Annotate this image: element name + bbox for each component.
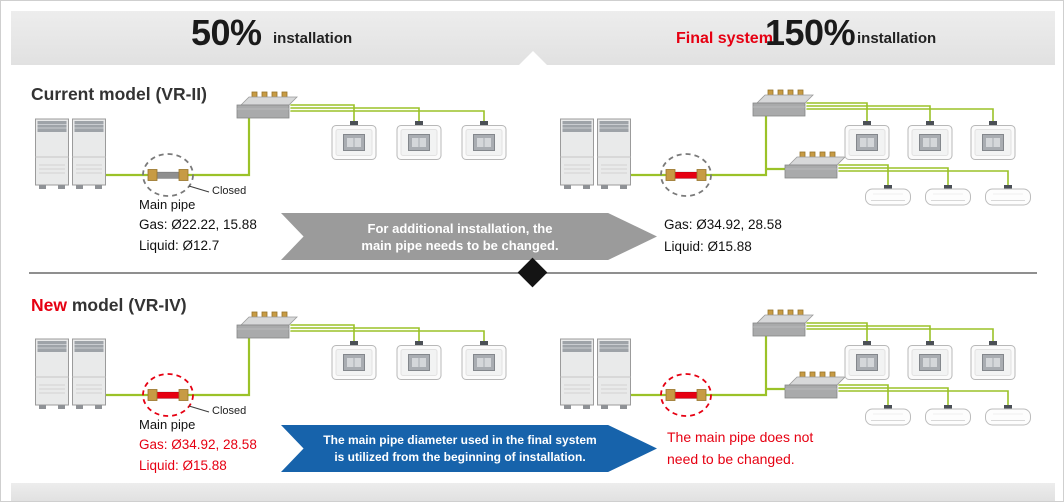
- outdoor-unit-icon: [35, 118, 106, 190]
- header-notch-icon: [519, 51, 547, 65]
- outdoor-unit-icon: [560, 338, 631, 410]
- new-model-title-rest: model (VR-IV): [66, 295, 187, 315]
- main-pipe-label: Main pipe: [139, 197, 196, 212]
- closed-pointer-line: [188, 185, 210, 193]
- closed-joint-circle-red: [142, 373, 194, 417]
- cassette-indoor-unit-icon: [970, 121, 1016, 160]
- current-banner-line1: For additional installation, the: [367, 220, 553, 236]
- new-banner-line2: is utilized from the beginning of instal…: [334, 449, 586, 464]
- liquid-spec: Liquid: Ø15.88: [664, 239, 752, 254]
- diagram-current-50: [35, 91, 507, 197]
- branch-piping: [806, 102, 1009, 188]
- main-refrigerant-pipe: [625, 114, 787, 177]
- pipe-joint-icon: [147, 169, 189, 181]
- current-banner-arrow: For additional installation, the main pi…: [281, 213, 657, 260]
- wall-indoor-unit-icon: [925, 405, 971, 426]
- cassette-indoor-unit-icon: [331, 121, 377, 160]
- final-system-label: Final system:: [676, 30, 779, 47]
- branch-box-icon: [752, 309, 814, 337]
- outdoor-unit-icon: [560, 118, 631, 190]
- gas-spec: Gas: Ø22.22, 15.88: [139, 217, 257, 232]
- no-change-note-line2: need to be changed.: [667, 451, 795, 467]
- wall-indoor-unit-icon: [985, 405, 1031, 426]
- right-installation-label: installation: [857, 30, 937, 47]
- cassette-indoor-unit-icon: [907, 121, 953, 160]
- diagram-new-50: [35, 311, 507, 417]
- diagram-current-150: [560, 89, 1031, 206]
- main-pipe-label: Main pipe: [139, 417, 196, 432]
- main-refrigerant-pipe: [101, 116, 251, 177]
- wall-indoor-unit-icon: [925, 185, 971, 206]
- closed-joint-circle: [142, 153, 194, 197]
- cassette-indoor-unit-icon: [396, 121, 442, 160]
- new-banner-line1: The main pipe diameter used in the final…: [323, 432, 597, 447]
- large-pipe-joint-icon: [665, 389, 707, 401]
- cassette-indoor-unit-icon: [844, 341, 890, 380]
- cassette-indoor-unit-icon: [331, 341, 377, 380]
- branch-box-icon: [236, 91, 298, 119]
- cassette-indoor-unit-icon: [970, 341, 1016, 380]
- cassette-indoor-unit-icon: [461, 341, 507, 380]
- branch-piping: [806, 322, 1009, 408]
- branch-piping: [290, 104, 485, 124]
- branch-box-icon: [784, 371, 846, 399]
- unchanged-joint-circle-red: [660, 373, 712, 417]
- left-installation-label: installation: [273, 30, 353, 47]
- closed-label: Closed: [212, 405, 247, 417]
- new-model-title: New model (VR-IV): [31, 295, 187, 316]
- no-change-note-line1: The main pipe does not: [667, 429, 814, 445]
- right-percent: 150%: [765, 12, 856, 53]
- cassette-indoor-unit-icon: [396, 341, 442, 380]
- closed-label: Closed: [212, 185, 247, 197]
- changed-joint-circle: [660, 153, 712, 197]
- gas-spec: Gas: Ø34.92, 28.58: [139, 437, 257, 452]
- diagram-new-150: [560, 309, 1031, 426]
- current-model-title: Current model (VR-II): [31, 84, 207, 104]
- outdoor-unit-icon: [35, 338, 106, 410]
- branch-piping: [290, 324, 485, 344]
- closed-pointer-line: [188, 405, 210, 413]
- branch-box-icon: [236, 311, 298, 339]
- wall-indoor-unit-icon: [865, 405, 911, 426]
- gas-spec: Gas: Ø34.92, 28.58: [664, 217, 782, 232]
- branch-box-icon: [784, 151, 846, 179]
- wall-indoor-unit-icon: [865, 185, 911, 206]
- new-model-title-accent: New: [31, 295, 67, 315]
- main-refrigerant-pipe: [625, 334, 787, 397]
- footer-band: [11, 483, 1055, 501]
- wall-indoor-unit-icon: [985, 185, 1031, 206]
- liquid-spec: Liquid: Ø12.7: [139, 238, 220, 253]
- branch-box-icon: [752, 89, 814, 117]
- current-banner-line2: main pipe needs to be changed.: [361, 237, 559, 253]
- cassette-indoor-unit-icon: [844, 121, 890, 160]
- liquid-spec: Liquid: Ø15.88: [139, 458, 227, 473]
- left-percent: 50%: [191, 12, 262, 53]
- cassette-indoor-unit-icon: [461, 121, 507, 160]
- main-refrigerant-pipe: [101, 336, 251, 397]
- cassette-indoor-unit-icon: [907, 341, 953, 380]
- large-pipe-joint-icon: [147, 389, 189, 401]
- new-banner-arrow: The main pipe diameter used in the final…: [281, 425, 657, 472]
- changed-pipe-joint-icon: [665, 169, 707, 181]
